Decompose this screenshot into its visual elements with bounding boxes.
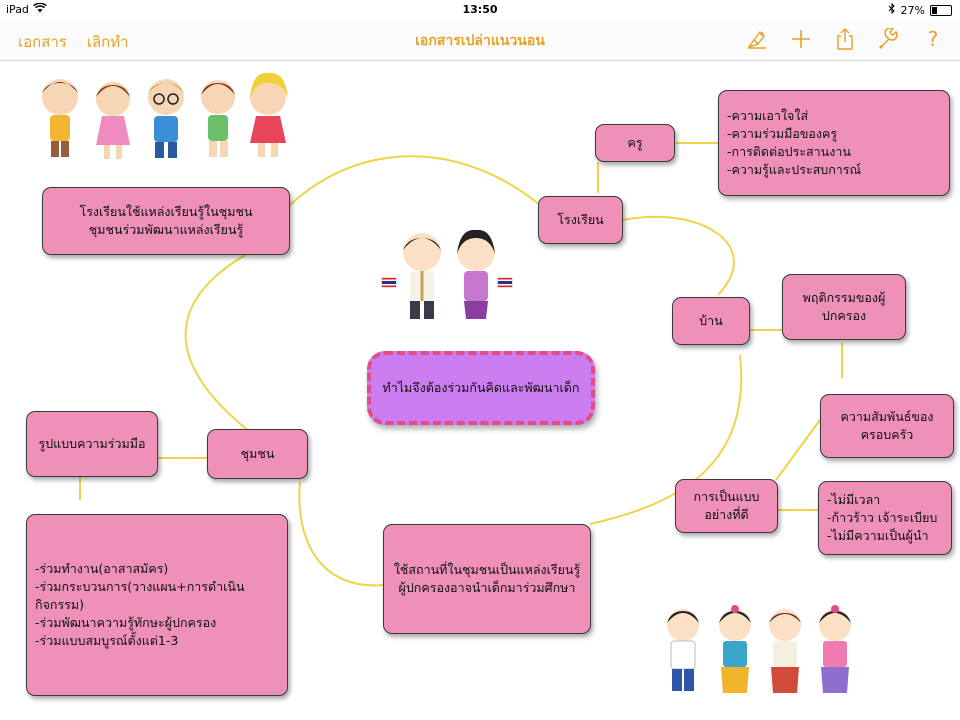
node-home[interactable]: บ้าน: [672, 297, 750, 345]
node-community-places-text: ใช้สถานที่ในชุมชนเป็นแหล่งเรียนรู้ ผู้ปก…: [393, 561, 581, 595]
node-role-model[interactable]: การเป็นแบบ อย่างที่ดี: [675, 479, 778, 533]
node-school-text: โรงเรียน: [557, 211, 604, 227]
connector-family-to-rolemodel: [775, 419, 821, 481]
connector-school-to-home: [622, 215, 735, 296]
node-role-model-traits-text: -ไม่มีเวลา -ก้าวร้าว เจ้าระเบียบ -ไม่มีค…: [827, 491, 938, 544]
node-family-relation[interactable]: ความสัมพันธ์ของ ครอบครัว: [820, 394, 954, 458]
node-cooperation-list[interactable]: -ร่วมทำงาน(อาสาสมัคร) -ร่วมกระบวนการ(วาง…: [26, 514, 288, 696]
children-illustration-top: [38, 69, 293, 169]
battery-fill: [932, 6, 937, 14]
bluetooth-icon: [888, 2, 896, 17]
node-teacher-traits-text: -ความเอาใจใส่ -ความร่วมมือของครู -การติด…: [727, 107, 862, 178]
brush-icon[interactable]: [744, 26, 770, 52]
node-school-community-text: โรงเรียนใช้แหล่งเรียนรู้ในชุมชน ชุมชนร่ว…: [79, 203, 253, 237]
status-right: 27%: [888, 2, 952, 17]
central-topic-text: ทำไมจึงต้องร่วมกันคิดและพัฒนาเด็ก: [382, 380, 580, 395]
share-icon[interactable]: [832, 26, 858, 52]
node-school[interactable]: โรงเรียน: [538, 196, 623, 244]
node-school-community[interactable]: โรงเรียนใช้แหล่งเรียนรู้ในชุมชน ชุมชนร่ว…: [42, 187, 290, 255]
node-family-relation-text: ความสัมพันธ์ของ ครอบครัว: [840, 408, 934, 442]
node-role-model-text: การเป็นแบบ อย่างที่ดี: [693, 488, 760, 522]
couple-picture: [381, 229, 513, 319]
connector-home-to-places: [589, 354, 743, 525]
node-home-text: บ้าน: [699, 312, 723, 328]
node-teacher-text: ครู: [627, 134, 643, 150]
node-community-text: ชุมชน: [240, 445, 275, 461]
plus-icon[interactable]: [788, 26, 814, 52]
mindmap-canvas[interactable]: โรงเรียนใช้แหล่งเรียนรู้ในชุมชน ชุมชนร่ว…: [0, 61, 960, 720]
device-name: iPad: [6, 3, 29, 16]
node-parent-behavior[interactable]: พฤติกรรมของผู้ ปกครอง: [782, 274, 906, 340]
node-cooperation-form[interactable]: รูปแบบความร่วมมือ: [26, 411, 158, 477]
node-cooperation-list-text: -ร่วมทำงาน(อาสาสมัคร) -ร่วมกระบวนการ(วาง…: [35, 560, 245, 649]
undo-button[interactable]: เลิกทำ: [86, 33, 129, 51]
wrench-icon[interactable]: [876, 26, 902, 52]
connector-places-to-community: [298, 481, 384, 587]
thai-couple-illustration: [380, 226, 520, 326]
node-teacher[interactable]: ครู: [595, 124, 675, 162]
node-parent-behavior-text: พฤติกรรมของผู้ ปกครอง: [802, 289, 886, 323]
node-community[interactable]: ชุมชน: [207, 429, 308, 479]
node-teacher-traits[interactable]: -ความเอาใจใส่ -ความร่วมมือของครู -การติด…: [718, 90, 950, 196]
battery-icon: [930, 4, 952, 16]
help-icon[interactable]: ?: [920, 26, 946, 52]
status-bar: iPad 13:50 27%: [0, 0, 960, 20]
children-picture: [42, 72, 288, 159]
node-cooperation-form-text: รูปแบบความร่วมมือ: [38, 435, 146, 451]
node-community-places[interactable]: ใช้สถานที่ในชุมชนเป็นแหล่งเรียนรู้ ผู้ปก…: [383, 524, 591, 634]
app-toolbar: เอกสาร เลิกทำ เอกสารเปล่าแนวนอน ?: [0, 20, 960, 61]
documents-button[interactable]: เอกสาร: [18, 33, 67, 51]
thai-children-picture: [667, 605, 851, 693]
help-label: ?: [927, 27, 939, 51]
node-role-model-traits[interactable]: -ไม่มีเวลา -ก้าวร้าว เจ้าระเบียบ -ไม่มีค…: [818, 481, 952, 555]
connector-community-to-school-community: [184, 254, 251, 433]
status-left: iPad: [6, 2, 47, 16]
battery-percent: 27%: [900, 3, 925, 17]
connector-school-community-to-school: [289, 155, 541, 206]
status-time: 13:50: [462, 3, 498, 16]
children-illustration-bottom: [655, 601, 860, 711]
node-central-topic[interactable]: ทำไมจึงต้องร่วมกันคิดและพัฒนาเด็ก: [367, 351, 595, 425]
wifi-icon: [33, 2, 47, 16]
